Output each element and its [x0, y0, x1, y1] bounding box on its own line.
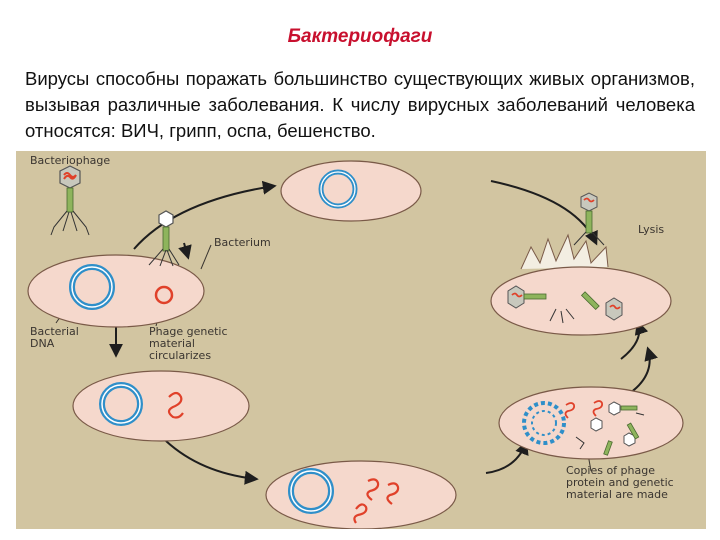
phage-released [573, 192, 605, 246]
label-bacterial-dna-2: DNA [30, 337, 55, 350]
label-phage-genetic-1: Phage genetic [149, 325, 228, 338]
label-copies-1: Copies of phage [566, 464, 655, 477]
label-bacterial-dna-1: Bacterial [30, 325, 79, 338]
cell-replication [265, 460, 457, 529]
slide-title: Бактериофаги [287, 26, 433, 47]
phage-dna-circle [154, 285, 174, 305]
cell-top [280, 160, 422, 222]
arrow-to-lysis [490, 180, 598, 246]
arrow-to-top-cell [133, 180, 277, 250]
arrow-bottom-to-replicate [485, 440, 529, 474]
label-bacteriophage: Bacteriophage [30, 154, 110, 167]
label-bacterium: Bacterium [214, 236, 271, 249]
assembled-phage-2 [580, 291, 623, 321]
phage-dna-strand [167, 391, 184, 419]
arrow-attach [178, 242, 192, 260]
label-copies-2: protein and genetic [566, 476, 674, 489]
label-phage-genetic-3: circularizes [149, 349, 211, 362]
label-lysis: Lysis [638, 223, 664, 236]
lysis-burst [520, 233, 609, 270]
assembled-phage-1 [507, 285, 547, 309]
label-phage-genetic-2: material [149, 337, 195, 350]
arrow-replicate-to-assemble [625, 346, 658, 397]
cell-phage-dna [72, 370, 250, 442]
cell-infection [27, 254, 205, 328]
intro-paragraph: Вирусы способны поражать большинство сущ… [25, 68, 695, 141]
phage-lifecycle-diagram: Bacteriophage Bacterium Lysis Bacterial … [16, 151, 706, 529]
cell-copies [498, 386, 684, 460]
label-copies-3: material are made [566, 488, 668, 501]
phage-attaching [148, 210, 180, 267]
cell-lysis [490, 233, 672, 336]
bacteriophage-free [50, 165, 90, 236]
arrow-to-bottom-cell [165, 440, 259, 485]
